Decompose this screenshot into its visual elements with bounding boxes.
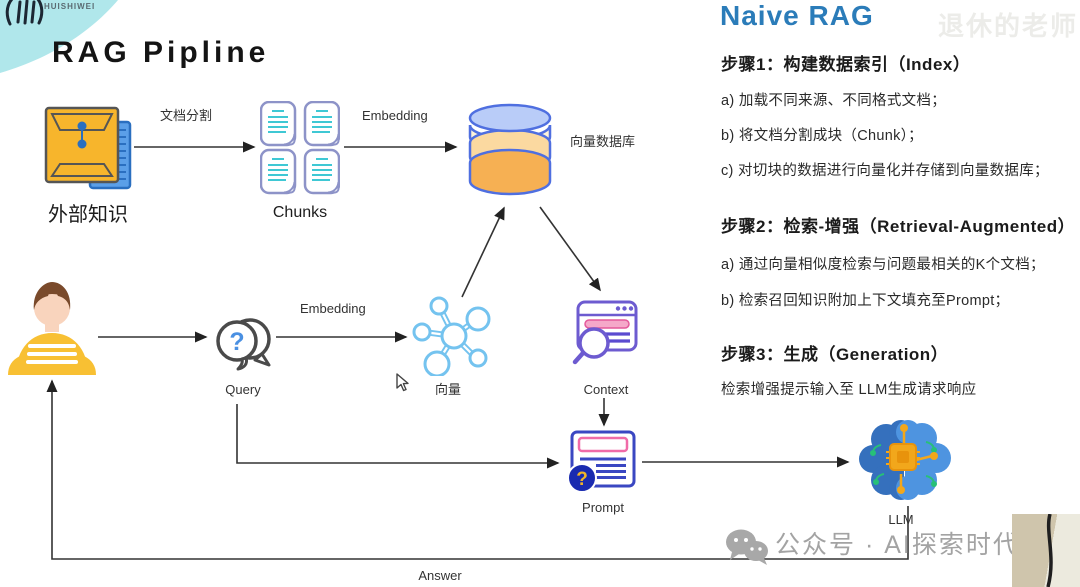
vector-label: 向量 bbox=[434, 382, 461, 397]
step2-heading: 步骤2：检索-增强（Retrieval-Augmented） bbox=[721, 217, 1076, 236]
vector-icon bbox=[412, 296, 491, 376]
step1-item-c: c) 对切块的数据进行向量化并存储到向量数据库； bbox=[721, 163, 1049, 179]
chunks-label: Chunks bbox=[272, 204, 328, 221]
vector-db-icon bbox=[468, 103, 552, 196]
edge-answer-arrow bbox=[46, 379, 909, 560]
external-knowledge-icon bbox=[44, 106, 132, 190]
brand-logo-icon bbox=[5, 0, 44, 26]
context-label: Context bbox=[583, 382, 629, 397]
llm-icon bbox=[859, 420, 951, 500]
vector-db-label: 向量数据库 bbox=[570, 134, 636, 149]
step3-body: 检索增强提示输入至 LLM生成请求响应 bbox=[721, 382, 977, 398]
wechat-icon bbox=[726, 529, 768, 565]
panel-title: Naive RAG bbox=[720, 0, 874, 31]
query-label: Query bbox=[225, 382, 261, 397]
edge-db-to-context-arrow bbox=[539, 206, 601, 292]
prompt-question-glyph: ? bbox=[576, 469, 588, 490]
query-question-glyph: ? bbox=[229, 328, 244, 356]
edge-answer-label: Answer bbox=[418, 568, 462, 583]
webcam-content bbox=[1046, 513, 1053, 587]
step1-item-a: a) 加载不同来源、不同格式文档； bbox=[721, 93, 947, 109]
corner-decoration bbox=[0, 0, 118, 73]
brand-name: HUISHIWEI bbox=[44, 2, 96, 11]
step2-item-b: b) 检索召回知识附加上下文填充至Prompt； bbox=[721, 293, 1010, 309]
step2-item-a: a) 通过向量相似度检索与问题最相关的K个文档； bbox=[721, 257, 1045, 273]
external-knowledge-label: 外部知识 bbox=[48, 204, 128, 226]
page-title: RAG Pipline bbox=[52, 36, 270, 69]
user-icon bbox=[8, 282, 96, 375]
prompt-label: Prompt bbox=[582, 500, 624, 515]
query-icon: ? bbox=[216, 318, 271, 371]
edge-vector-to-db-arrow bbox=[461, 206, 505, 298]
edge-embedding-bottom-label: Embedding bbox=[300, 301, 366, 316]
account-watermark: 公众号 · AI探索时代 bbox=[775, 531, 1020, 559]
webcam-overlay bbox=[1012, 513, 1080, 587]
context-icon bbox=[572, 300, 638, 365]
step1-item-b: b) 将文档分割成块（Chunk）； bbox=[721, 128, 923, 144]
edge-embedding-top-label: Embedding bbox=[362, 108, 428, 123]
edge-query-to-prompt-arrow bbox=[236, 404, 560, 469]
step3-heading: 步骤3：生成（Generation） bbox=[721, 345, 949, 364]
prompt-icon: ? bbox=[567, 430, 636, 493]
edge-docsplit-label: 文档分割 bbox=[160, 108, 213, 123]
mouse-cursor-icon bbox=[396, 373, 409, 392]
step1-heading: 步骤1：构建数据索引（Index） bbox=[721, 55, 971, 74]
chunks-icon bbox=[260, 101, 340, 195]
faint-watermark: 退休的老师 bbox=[938, 11, 1079, 41]
llm-label: LLM bbox=[888, 512, 914, 527]
